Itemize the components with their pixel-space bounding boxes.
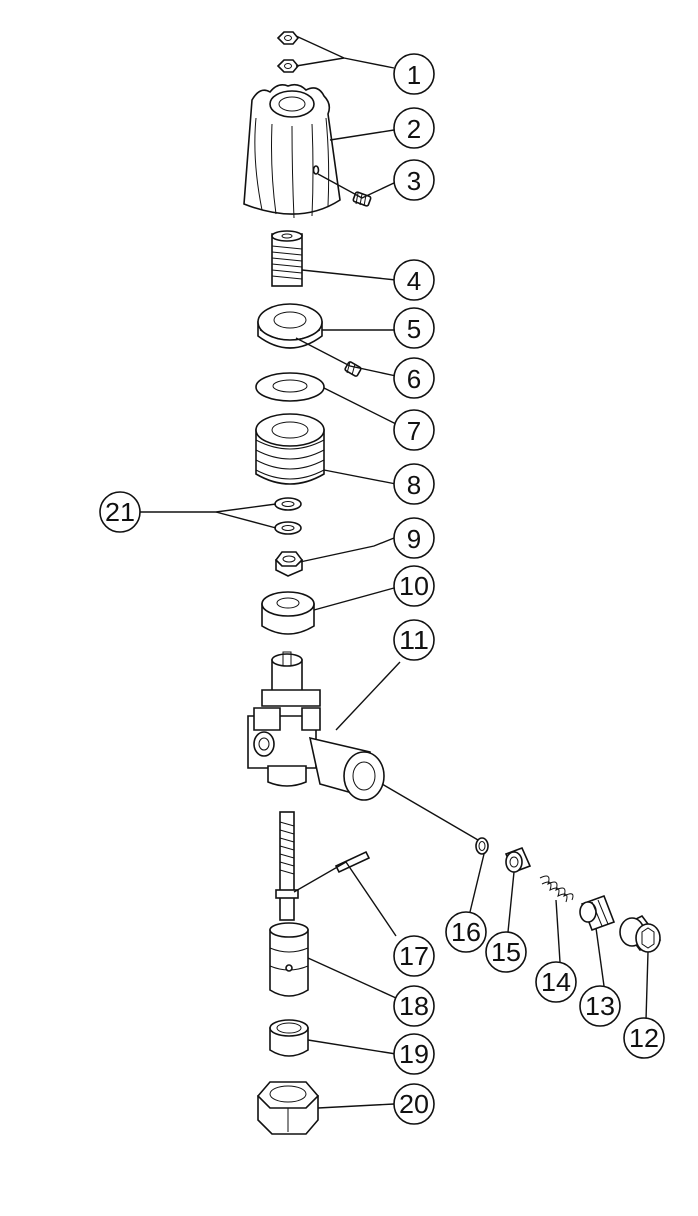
part-4-threaded-stud <box>271 230 303 287</box>
part-9-hex-nut <box>274 551 304 577</box>
part-13-valve-guide <box>579 894 616 932</box>
part-2-knob <box>243 83 341 219</box>
callout-4: 4 <box>393 259 435 301</box>
callout-15: 15 <box>485 931 527 973</box>
part-12-plug <box>619 914 662 953</box>
part-19-bushing <box>269 1019 309 1057</box>
callout-1: 1 <box>393 53 435 95</box>
callout-label: 21 <box>105 497 135 527</box>
callout-7: 7 <box>393 409 435 451</box>
callout-label: 9 <box>407 524 421 554</box>
callout-label: 19 <box>399 1039 429 1069</box>
part-7-washer <box>255 372 325 402</box>
callout-21: 21 <box>99 491 141 533</box>
callout-label: 13 <box>585 991 615 1021</box>
part-18-stem <box>269 811 309 997</box>
callout-5: 5 <box>393 307 435 349</box>
part-6-set-screw <box>344 361 362 377</box>
callout-19: 19 <box>393 1033 435 1075</box>
callout-11: 11 <box>393 619 435 661</box>
callout-label: 7 <box>407 416 421 446</box>
leader-lines <box>140 35 649 1109</box>
part-17-pin <box>334 850 371 874</box>
part-1-nuts <box>276 31 300 73</box>
part-20-hex-connector <box>256 1081 320 1135</box>
callout-3: 3 <box>393 159 435 201</box>
callout-9: 9 <box>393 517 435 559</box>
part-11-valve-body <box>247 651 385 801</box>
part-10-collar <box>261 591 315 635</box>
part-16-o-ring <box>475 837 489 855</box>
callout-label: 4 <box>407 266 421 296</box>
part-21-washers <box>274 497 302 535</box>
callout-13: 13 <box>579 985 621 1027</box>
callout-2: 2 <box>393 107 435 149</box>
callout-18: 18 <box>393 985 435 1027</box>
callout-20: 20 <box>393 1083 435 1125</box>
callout-8: 8 <box>393 463 435 505</box>
callout-label: 20 <box>399 1089 429 1119</box>
callout-16: 16 <box>445 911 487 953</box>
callout-label: 18 <box>399 991 429 1021</box>
callout-label: 8 <box>407 470 421 500</box>
callout-12: 12 <box>623 1017 665 1059</box>
callout-label: 15 <box>491 937 521 967</box>
callout-14: 14 <box>535 961 577 1003</box>
callout-label: 12 <box>629 1023 659 1053</box>
callout-label: 11 <box>399 625 429 655</box>
callout-6: 6 <box>393 357 435 399</box>
callout-label: 6 <box>407 364 421 394</box>
callout-17: 17 <box>393 935 435 977</box>
callout-label: 1 <box>407 60 421 90</box>
part-8-spring <box>255 413 325 485</box>
callout-label: 16 <box>451 917 481 947</box>
callout-10: 10 <box>393 565 435 607</box>
part-5-ring-cap <box>257 303 323 349</box>
callout-label: 10 <box>399 571 429 601</box>
callout-label: 2 <box>407 114 421 144</box>
part-15-valve-seat <box>504 846 532 874</box>
part-14-spring <box>539 875 574 903</box>
callout-label: 17 <box>399 941 429 971</box>
callout-label: 3 <box>407 166 421 196</box>
callout-label: 5 <box>407 314 421 344</box>
callout-label: 14 <box>541 967 571 997</box>
